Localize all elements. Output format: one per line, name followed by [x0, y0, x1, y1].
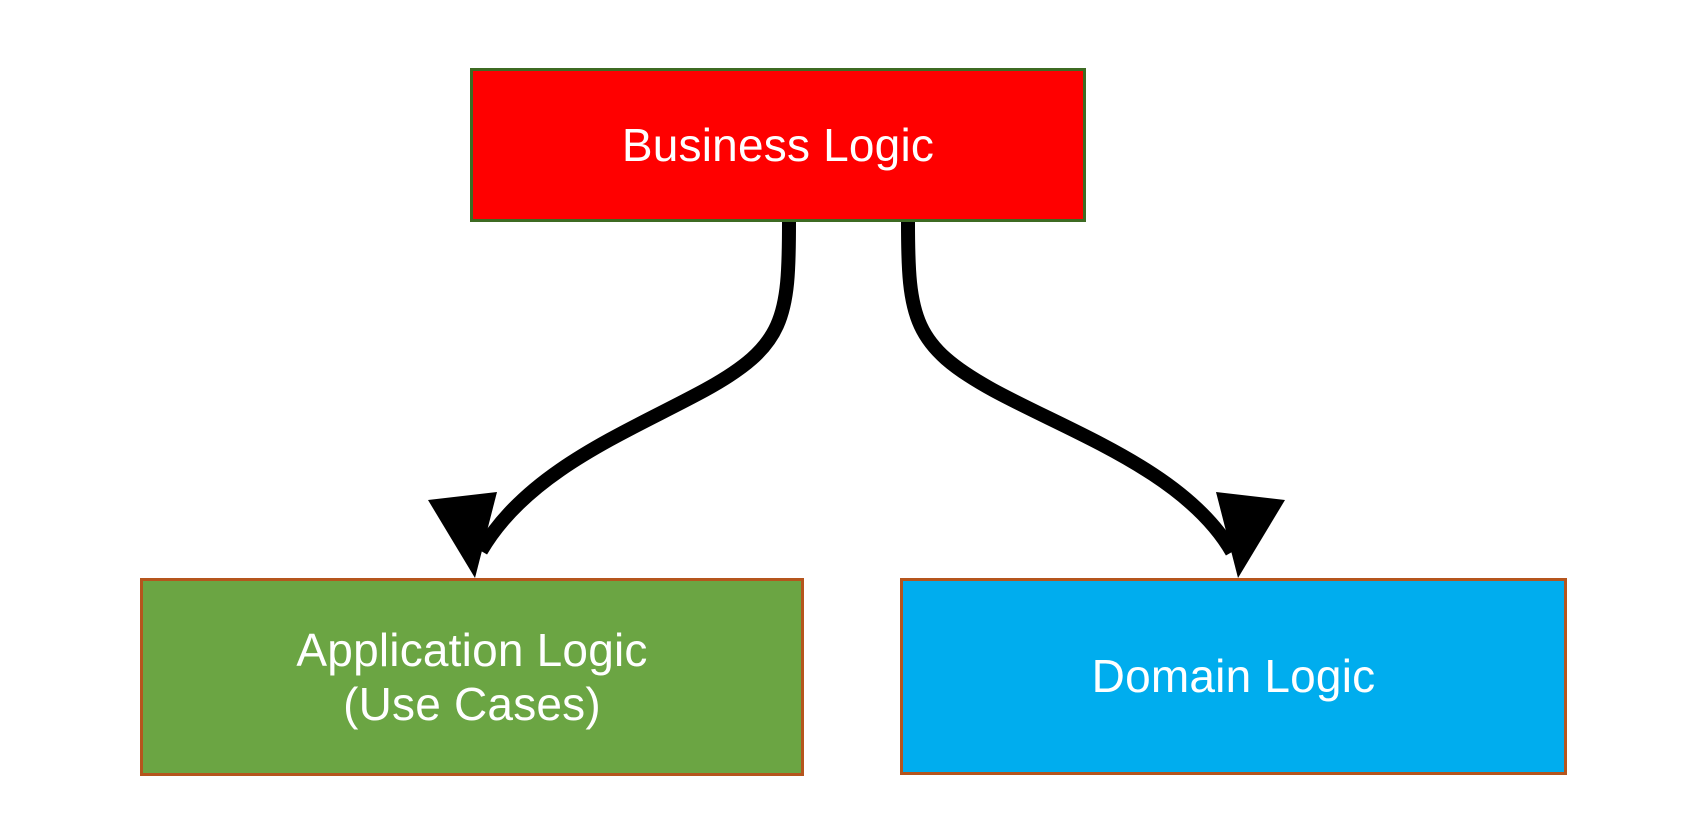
edge-business-to-application-arrowhead — [428, 492, 497, 578]
node-domain-logic[interactable]: Domain Logic — [900, 578, 1567, 775]
edge-business-to-domain-arrowhead — [1216, 492, 1285, 578]
edge-business-to-application-curve — [474, 221, 796, 555]
node-business-logic[interactable]: Business Logic — [470, 68, 1086, 222]
edge-business-to-domain — [901, 221, 1285, 578]
node-application-logic[interactable]: Application Logic (Use Cases) — [140, 578, 804, 776]
node-application-logic-label: Application Logic (Use Cases) — [296, 623, 648, 730]
node-domain-logic-label: Domain Logic — [1091, 650, 1376, 703]
edge-business-to-application — [428, 221, 796, 578]
node-business-logic-label: Business Logic — [621, 118, 935, 171]
edge-business-to-domain-curve — [901, 221, 1239, 556]
